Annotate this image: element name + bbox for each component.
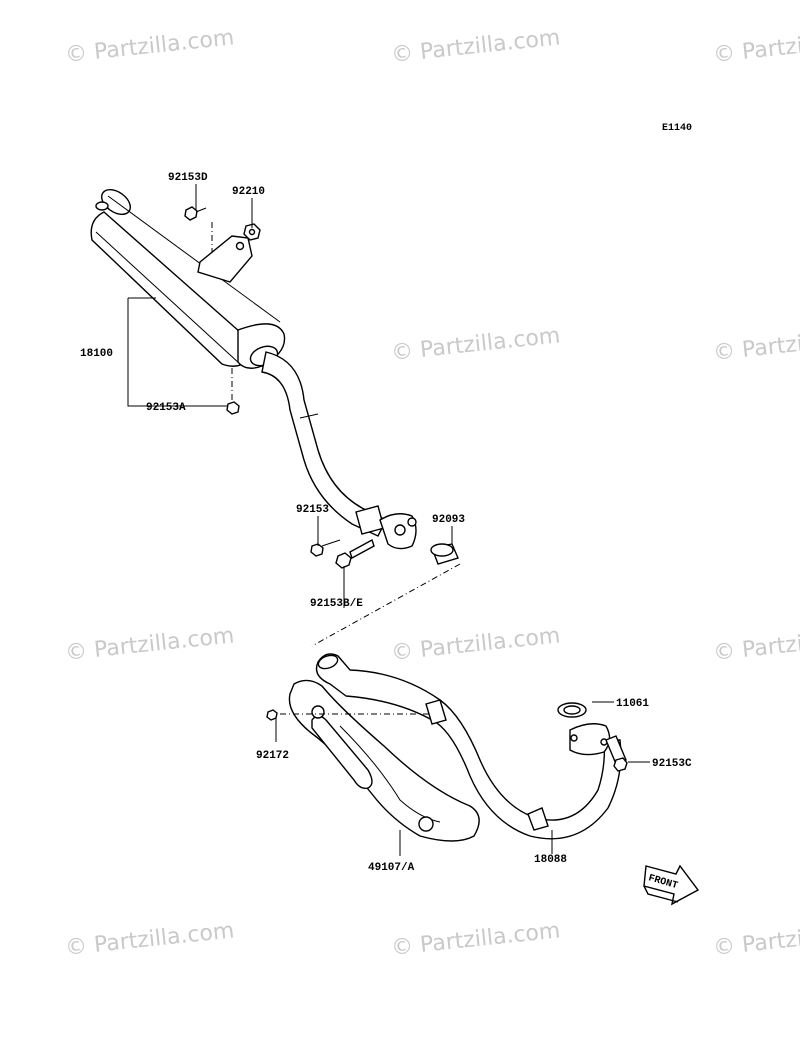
muffler-pipe xyxy=(261,351,417,550)
part-label-49107A[interactable]: 49107/A xyxy=(368,862,415,874)
exhaust-pipe-part-18088[interactable] xyxy=(315,653,622,840)
part-label-18100[interactable]: 18100 xyxy=(80,348,113,360)
part-label-92153A[interactable]: 92153A xyxy=(146,402,186,414)
watermark: © Partzilla.com xyxy=(64,918,235,961)
part-label-92153D[interactable]: 92153D xyxy=(168,172,208,184)
watermark: © Partzilla.com xyxy=(712,25,800,68)
muffler-part-18100[interactable] xyxy=(90,185,286,370)
watermark: © Partzilla.com xyxy=(712,623,800,666)
watermark: © Partzilla.com xyxy=(390,25,561,68)
part-labels: 92153D 92210 18100 92153A 92153 92093 92… xyxy=(80,172,692,874)
leader-lines xyxy=(127,184,650,856)
bolt-92153A[interactable] xyxy=(226,401,240,415)
watermark: © Partzilla.com xyxy=(712,323,800,366)
stud-92153C[interactable] xyxy=(605,735,628,772)
bolt-92153BE[interactable] xyxy=(335,538,375,569)
part-label-11061[interactable]: 11061 xyxy=(616,698,649,710)
nut-92210[interactable] xyxy=(243,223,261,241)
gasket-11061[interactable] xyxy=(557,702,587,718)
heat-guard-part-49107A[interactable] xyxy=(288,679,480,842)
part-label-92210[interactable]: 92210 xyxy=(232,186,265,198)
part-label-92153BE[interactable]: 92153B/E xyxy=(310,598,363,610)
watermark: © Partzilla.com xyxy=(64,25,235,68)
bolt-92153[interactable] xyxy=(310,539,341,557)
part-label-92153[interactable]: 92153 xyxy=(296,504,329,516)
part-label-92093[interactable]: 92093 xyxy=(432,514,465,526)
watermark: © Partzilla.com xyxy=(390,918,561,961)
part-label-92172[interactable]: 92172 xyxy=(256,750,289,762)
bolt-92153D[interactable] xyxy=(184,206,207,221)
watermark: © Partzilla.com xyxy=(390,323,561,366)
gasket-92093[interactable] xyxy=(430,543,459,565)
part-label-18088[interactable]: 18088 xyxy=(534,854,567,866)
watermark: © Partzilla.com xyxy=(64,623,235,666)
front-arrow-icon: FRONT xyxy=(643,864,700,906)
part-label-92153C[interactable]: 92153C xyxy=(652,758,692,770)
watermark: © Partzilla.com xyxy=(390,623,561,666)
diagram-code: E1140 xyxy=(662,123,692,134)
watermark: © Partzilla.com xyxy=(712,918,800,961)
